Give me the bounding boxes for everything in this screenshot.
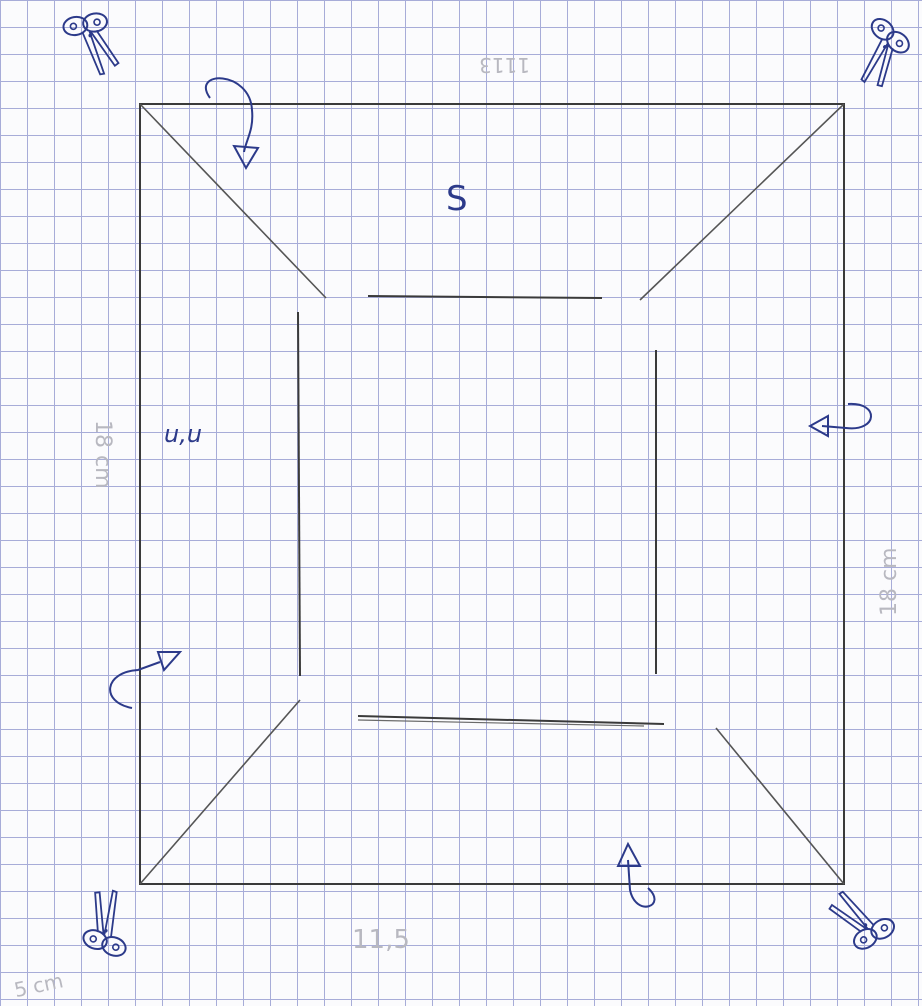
corner-faint-note: 5 cm [12, 968, 65, 1002]
diagonal-top-right [640, 104, 844, 300]
diagonal-bottom-left [140, 700, 300, 884]
inner-line-left [298, 312, 300, 676]
right-side-faint-note: 18 cm [877, 547, 902, 616]
diagonal-bottom-right [716, 728, 844, 884]
bottom-faint-note: 11,5 [352, 925, 410, 955]
curved-arrow-icon [206, 78, 258, 168]
inner-line-top [368, 296, 602, 298]
left-label: u,u [164, 420, 202, 448]
curved-arrow-icon [810, 404, 871, 436]
scissors-icon [825, 878, 897, 955]
top-faint-note: 1113 [479, 53, 530, 77]
outer-rectangle [140, 104, 844, 884]
scissors-icon [77, 885, 143, 959]
center-label: S [446, 179, 468, 219]
scissors-icon [840, 15, 916, 93]
diagonal-top-left [140, 104, 326, 298]
curved-arrow-icon [110, 652, 180, 708]
scissors-icon [62, 11, 120, 79]
left-side-faint-note: 18 cm [90, 420, 115, 489]
curved-arrow-icon [618, 844, 654, 907]
